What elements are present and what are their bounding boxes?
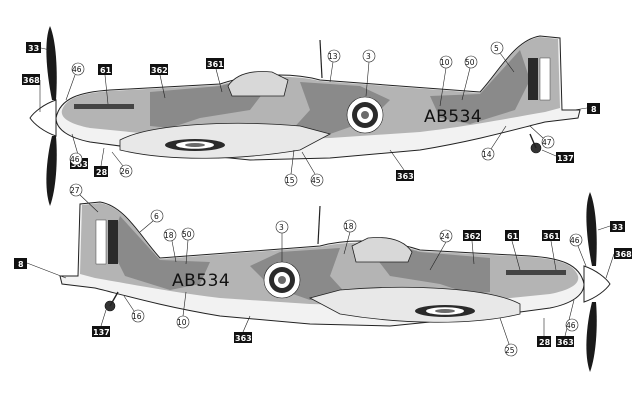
callout-label: 13	[328, 52, 338, 61]
bottom-fuselage-roundel	[263, 261, 301, 299]
callout-label: 61	[100, 66, 112, 75]
callout-label: 5	[494, 44, 499, 53]
callout-label: 3	[279, 223, 284, 232]
bottom-propeller-lower	[586, 302, 597, 372]
callout-label: 50	[465, 58, 475, 67]
callout-label: 46	[570, 236, 580, 245]
top-propeller-upper	[46, 26, 57, 100]
callout-label: 24	[440, 232, 450, 241]
callout-label: 8	[591, 105, 597, 114]
top-fin-flash-dark	[528, 58, 538, 100]
callout-label: 6	[154, 212, 159, 221]
callout-label: 14	[482, 150, 492, 159]
bottom-exhaust	[506, 270, 566, 275]
callout-label: 33	[612, 223, 623, 232]
callout-label: 363	[71, 160, 88, 169]
bottom-antenna	[317, 205, 321, 245]
top-profile: AB534	[29, 26, 581, 206]
callout-label: 18	[344, 222, 354, 231]
top-spinner	[29, 99, 57, 137]
callout-label: 362	[464, 232, 481, 241]
bottom-propeller-upper	[586, 192, 597, 266]
bottom-profile: AB534	[59, 192, 611, 372]
callout-label: 363	[397, 172, 414, 181]
bottom-spinner	[583, 265, 611, 303]
callout-label: 137	[557, 154, 574, 163]
callout-label: 361	[543, 232, 560, 241]
top-propeller-lower	[46, 136, 57, 206]
callout-label: 28	[539, 338, 551, 347]
bottom-camo-green-3	[110, 216, 210, 290]
callout-label: 33	[28, 44, 39, 53]
callout-label: 28	[96, 168, 108, 177]
callout-label: 47	[542, 138, 552, 147]
top-canopy	[227, 71, 289, 97]
callout-label: 368	[615, 250, 632, 259]
top-serial: AB534	[424, 107, 482, 127]
callout-label: 363	[557, 338, 574, 347]
callout-label: 10	[177, 318, 187, 327]
bottom-serial: AB534	[172, 271, 230, 291]
bottom-fin-flash-dark	[108, 220, 118, 264]
bottom-wing-roundel-centre	[435, 309, 455, 313]
callout-label: 45	[311, 176, 321, 185]
top-fin-flash-light	[539, 57, 551, 101]
callout-label: 46	[70, 155, 80, 164]
callout-label: 363	[235, 334, 252, 343]
top-tailwheel-leg	[529, 133, 537, 149]
callout-label: 368	[23, 76, 40, 85]
callout-label: 361	[207, 60, 224, 69]
callout-label: 26	[120, 167, 130, 176]
callout-label: 46	[566, 321, 576, 330]
top-wing	[119, 122, 332, 159]
callout-label: 25	[505, 346, 515, 355]
callout-label: 16	[132, 312, 142, 321]
top-callouts: 33 368 61 362 361 8 137 363 28 363 46 13…	[22, 41, 600, 187]
callout-label: 46	[72, 65, 82, 74]
top-exhaust	[74, 104, 134, 109]
callout-label: 8	[18, 260, 24, 269]
callout-label: 50	[182, 230, 192, 239]
callout-label: 61	[507, 232, 519, 241]
callout-label: 27	[70, 186, 80, 195]
callout-label: 15	[285, 176, 295, 185]
callout-label: 10	[440, 58, 450, 67]
top-antenna	[319, 39, 323, 79]
bottom-fin-flash-light	[95, 219, 107, 265]
bottom-callouts: 8 137 363 362 61 361 33 368 28 363 27 6 …	[14, 183, 632, 357]
top-wing-roundel-centre	[185, 143, 205, 147]
top-fuselage-roundel	[346, 96, 384, 134]
callout-label: 3	[366, 52, 371, 61]
bottom-tailwheel-leg	[109, 291, 119, 307]
callout-label: 18	[164, 231, 174, 240]
bottom-canopy	[351, 237, 413, 263]
callout-label: 362	[151, 66, 168, 75]
callout-label: 137	[93, 328, 110, 337]
top-camo-green-3	[430, 50, 530, 124]
